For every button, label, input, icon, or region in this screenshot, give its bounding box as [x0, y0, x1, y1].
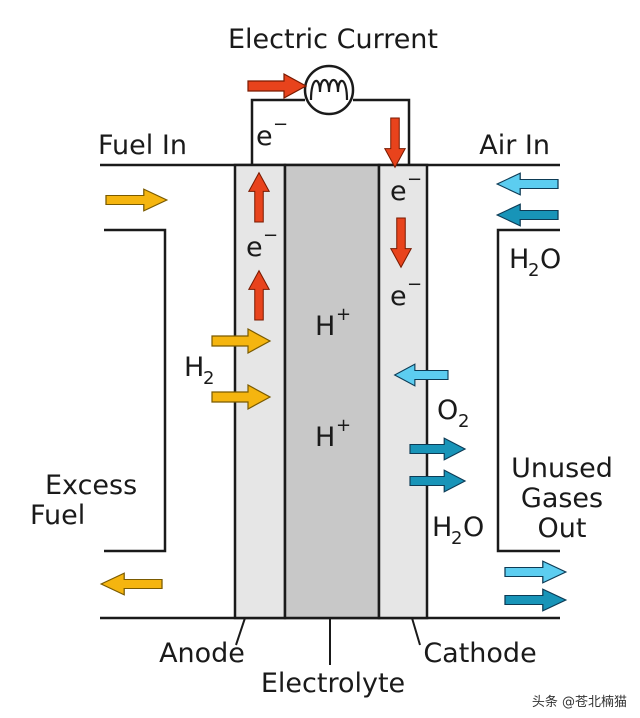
excess-fuel-label-line2: Fuel [30, 500, 85, 531]
excess-fuel-arrow [100, 572, 163, 596]
excess-fuel-label-line1: Excess [45, 470, 137, 501]
svg-text:e: e [246, 232, 263, 263]
fuel-channel-outline [104, 228, 167, 553]
svg-text:e: e [390, 176, 407, 207]
air-channel-outline [496, 228, 560, 553]
air-in-arrow [496, 172, 559, 196]
electrolyte-label: Electrolyte [261, 668, 405, 699]
anode-leader-line [235, 617, 246, 646]
proton-label-bottom: H + [315, 415, 351, 453]
svg-text:−: − [273, 114, 288, 135]
svg-text:e: e [390, 281, 407, 312]
svg-text:2: 2 [203, 368, 214, 389]
cathode-leader-line [411, 617, 421, 646]
diagram-title: Electric Current [228, 24, 438, 55]
svg-text:H: H [432, 512, 452, 543]
fuel-in-label: Fuel In [98, 130, 187, 161]
cathode-label: Cathode [423, 638, 536, 669]
electron-arrow-top [247, 73, 307, 99]
unused-gases-label-line3: Out [538, 513, 587, 544]
proton-label-top: H + [315, 304, 351, 342]
electron-label-cathode-top: e − [390, 169, 422, 207]
svg-text:2: 2 [458, 411, 469, 432]
svg-text:−: − [407, 169, 422, 190]
circuit-wire [250, 98, 411, 165]
svg-text:2: 2 [451, 528, 462, 549]
water-label-inlet: H 2 O [509, 244, 561, 281]
svg-text:e: e [256, 121, 273, 152]
electron-label-cathode-bottom: e − [390, 274, 422, 312]
oxygen-label: O 2 [437, 395, 469, 432]
svg-text:2: 2 [528, 260, 539, 281]
unused-air-arrow [504, 560, 567, 584]
svg-text:H: H [509, 244, 529, 275]
svg-text:−: − [263, 225, 278, 246]
svg-text:H: H [184, 352, 204, 383]
electron-arrow-down-cathode-top [384, 117, 406, 168]
electron-label-wire: e − [256, 114, 288, 152]
unused-gases-label-line2: Gases [521, 483, 603, 514]
svg-text:+: + [336, 304, 351, 325]
air-in-label: Air In [479, 130, 550, 161]
electron-label-anode: e − [246, 225, 278, 263]
svg-text:O: O [437, 395, 458, 426]
svg-text:O: O [463, 512, 484, 543]
fuel-in-arrow [105, 188, 168, 212]
watermark-text: 头条 @苍北楠猫 [532, 694, 627, 710]
svg-text:H: H [315, 311, 335, 342]
unused-gases-label-line1: Unused [511, 453, 613, 484]
unused-water-arrow [504, 588, 567, 612]
anode-label: Anode [159, 638, 245, 669]
svg-text:−: − [407, 274, 422, 295]
electrolyte-layer [283, 163, 381, 620]
load-coil-icon [303, 64, 355, 116]
water-in-arrow [496, 203, 559, 227]
svg-text:+: + [336, 415, 351, 436]
svg-text:H: H [315, 422, 335, 453]
svg-text:O: O [540, 244, 561, 275]
hydrogen-label: H 2 [184, 352, 214, 389]
water-label-outlet: H 2 O [432, 512, 484, 549]
